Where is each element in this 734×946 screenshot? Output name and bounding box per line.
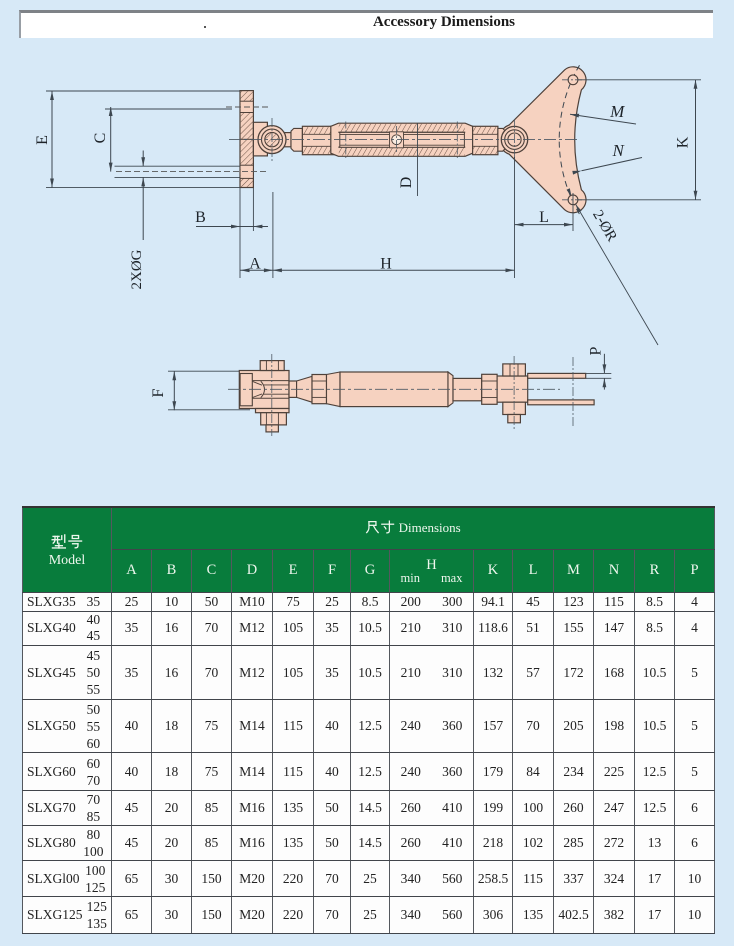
svg-text:H: H	[380, 256, 392, 273]
svg-text:B: B	[195, 209, 206, 226]
svg-text:F: F	[150, 388, 167, 397]
svg-text:L: L	[539, 209, 549, 226]
svg-text:N: N	[612, 141, 626, 160]
svg-text:2XØG: 2XØG	[129, 249, 145, 289]
svg-text:C: C	[92, 133, 109, 144]
svg-text:K: K	[675, 136, 692, 148]
svg-text:2-ØR: 2-ØR	[589, 208, 620, 245]
svg-text:P: P	[588, 346, 605, 355]
svg-text:D: D	[398, 177, 415, 189]
svg-text:E: E	[34, 135, 51, 145]
svg-text:M: M	[609, 102, 625, 121]
svg-text:A: A	[249, 256, 261, 273]
